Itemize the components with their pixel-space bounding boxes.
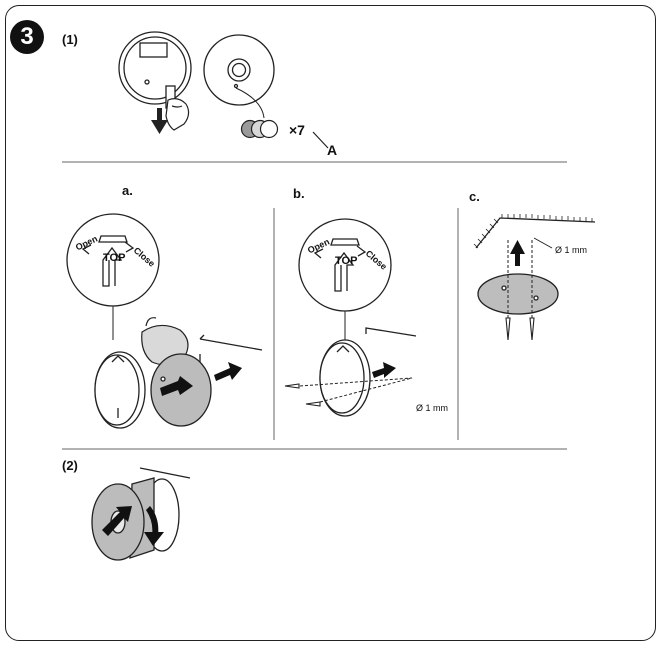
sub-step-c-label: c. [469,189,480,204]
sub-step-a-label: a. [122,183,133,198]
top-label-b: TOP [335,255,358,267]
multiplier-label: ×7 [289,122,305,138]
device-final-mount [91,467,191,561]
screw-icon [284,383,321,407]
mounting-plate-c [477,273,559,315]
magnifier-a [66,213,160,340]
part-label: A [327,142,338,158]
screw-icon [505,317,535,341]
rotate-arrow-icon [144,506,164,546]
arrow-right-icon [160,362,242,396]
arrow-down-icon [151,108,168,134]
top-label-a: TOP [103,252,126,264]
drill-size-label-c: Ø 1 mm [555,245,588,255]
section-1-label: (1) [62,32,78,47]
mounting-plate-b [319,327,417,417]
magnifier-b [298,218,392,342]
hand-icon [165,98,190,131]
arrow-right-icon [102,506,132,536]
ceiling-c [473,214,596,249]
device-front [118,31,192,109]
battery-coins [240,119,279,139]
drill-size-label-b: Ø 1 mm [416,403,449,413]
arrow-right-icon [372,362,396,378]
sub-step-b-label: b. [293,186,305,201]
mounting-plate-a [94,351,146,429]
instruction-frame [5,5,656,641]
device-back [203,34,275,106]
step-number-badge: 3 [10,20,44,54]
arrow-up-icon [510,240,525,266]
section-2-label: (2) [62,458,78,473]
